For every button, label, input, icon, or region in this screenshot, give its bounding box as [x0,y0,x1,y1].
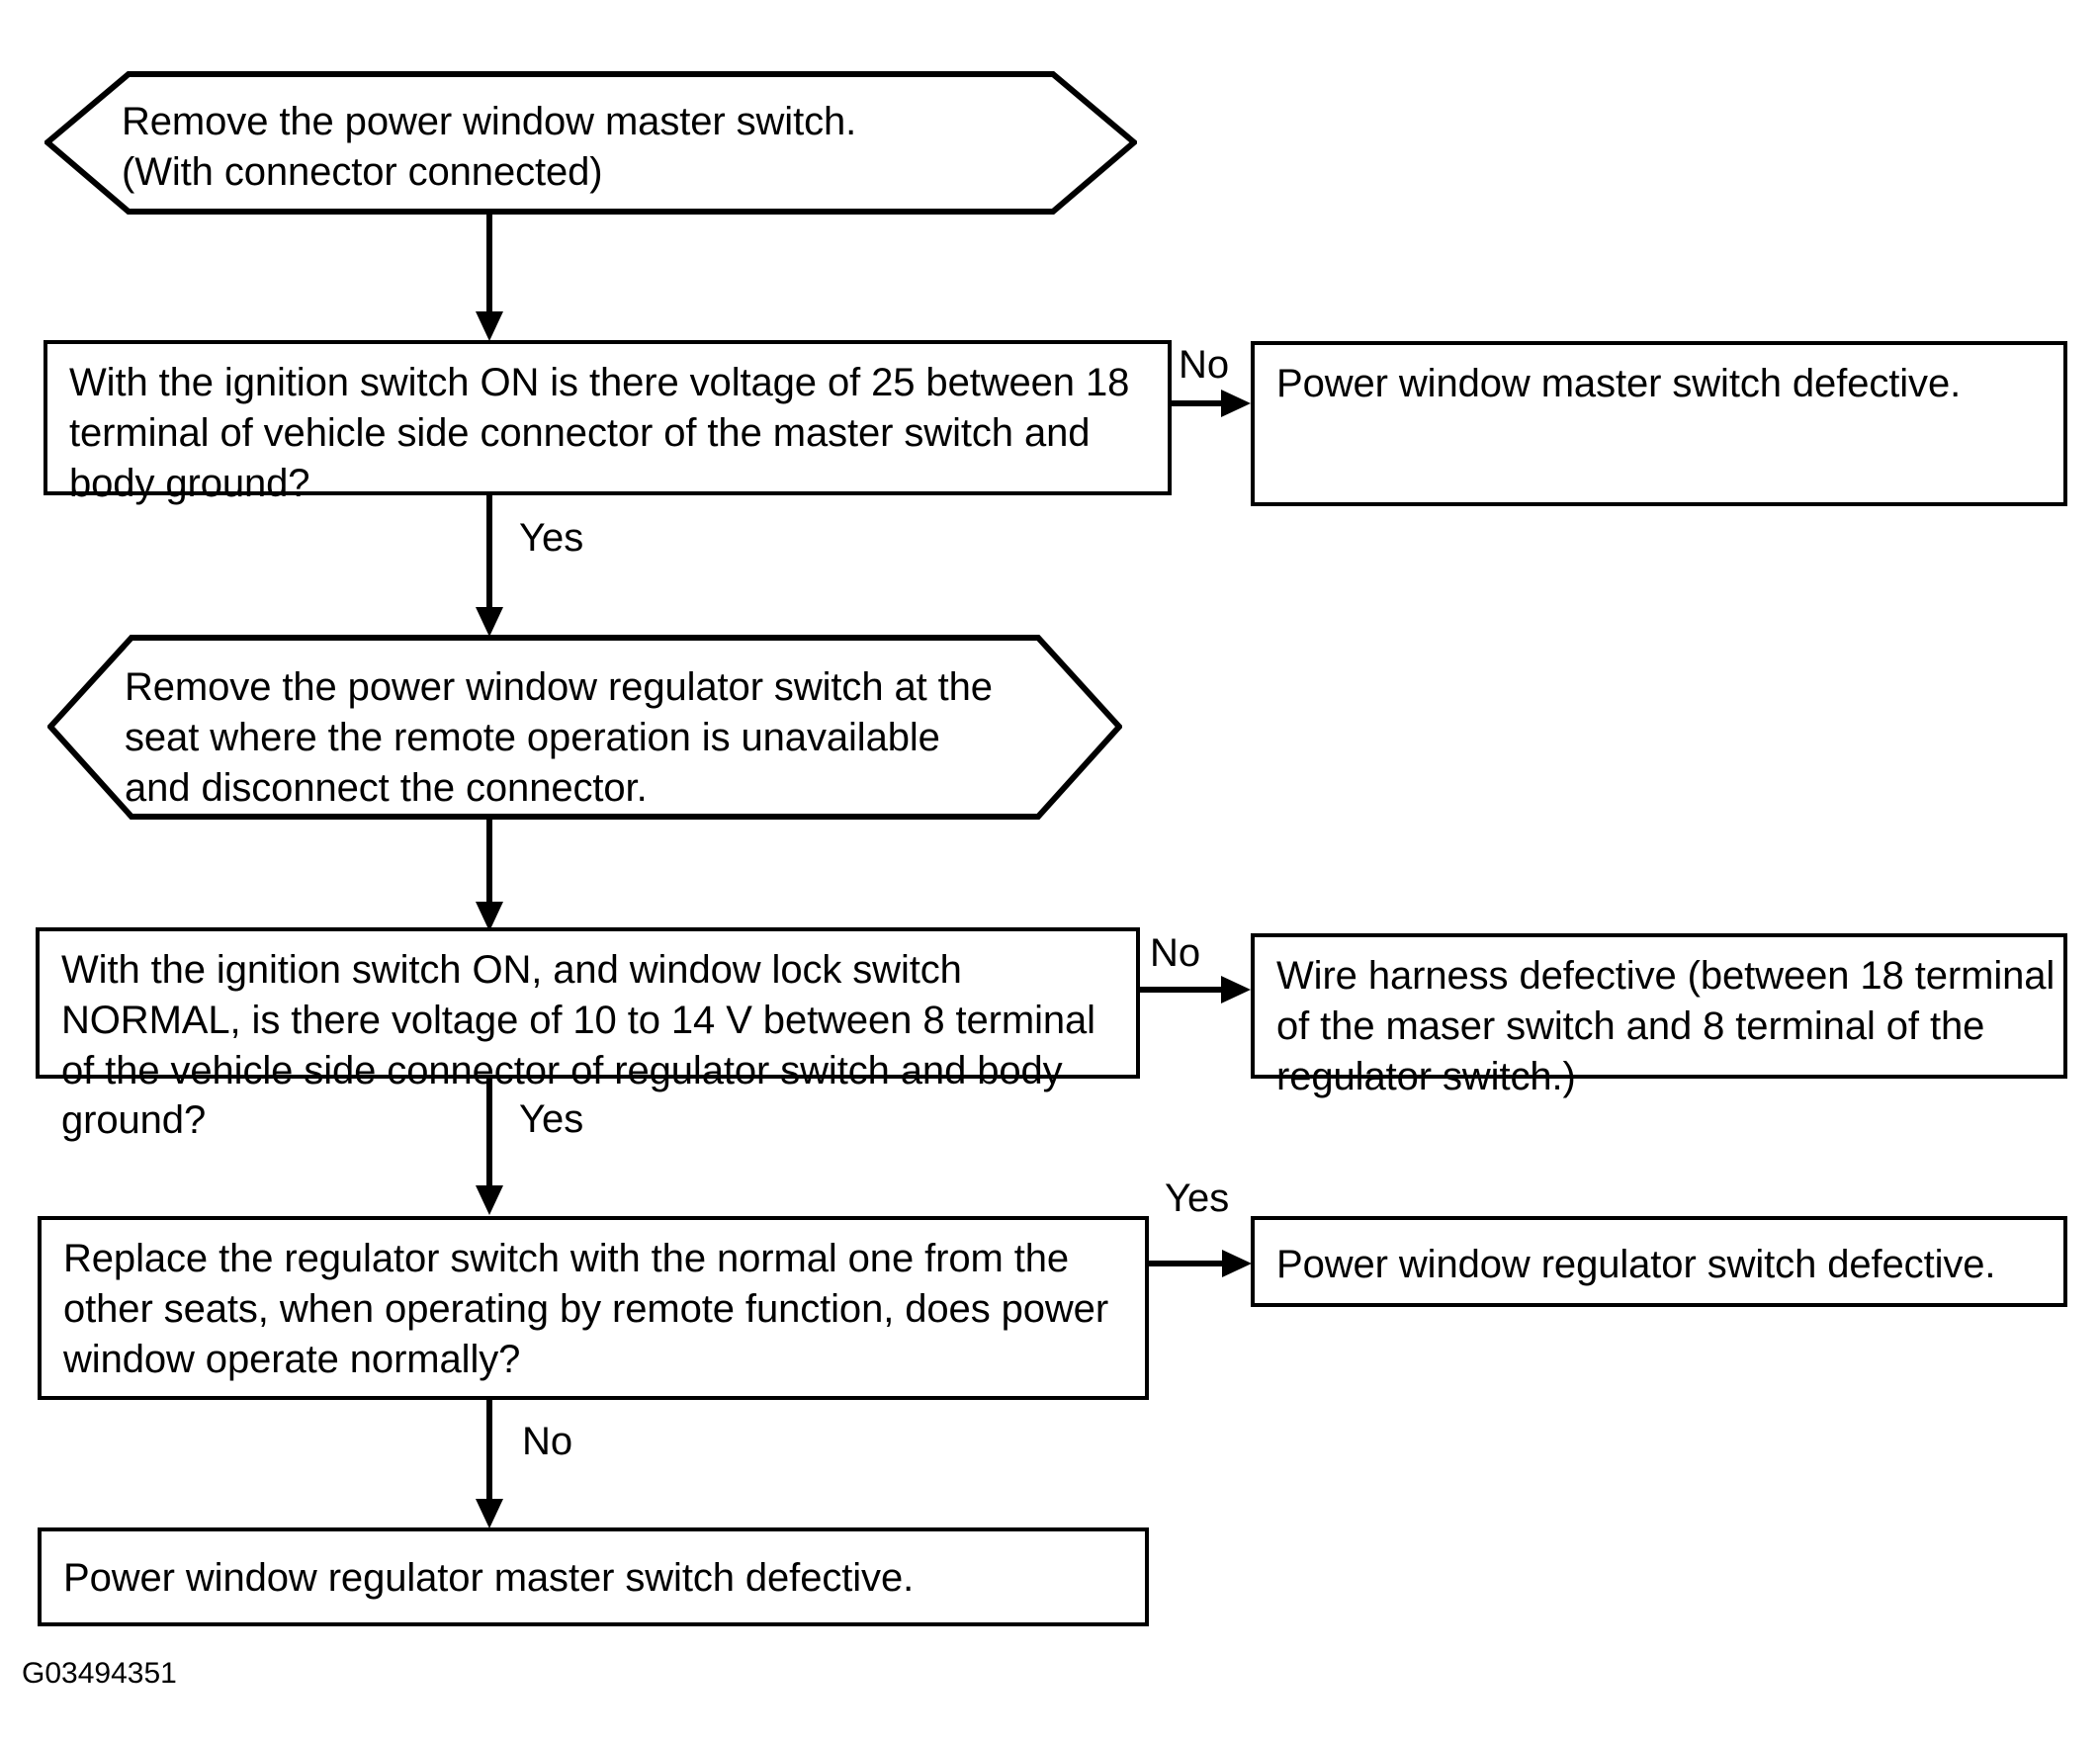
node-master-switch-defective[interactable]: Power window master switch defective. [1251,341,2067,506]
node-label: Power window regulator master switch def… [63,1556,915,1600]
node-label: Power window regulator switch defective. [1276,1243,1996,1286]
node-remove-regulator-switch[interactable]: Remove the power window regulator switch… [47,635,1122,820]
node-wire-harness-defective[interactable]: Wire harness defective (between 18 termi… [1251,933,2067,1098]
node-regulator-master-switch-defective[interactable]: Power window regulator master switch def… [38,1527,1149,1626]
connector-hex2-to-q2 [476,820,503,931]
edge-label-q2-yes: Yes [519,1097,584,1141]
node-label: With the ignition switch ON is there vol… [69,361,1130,505]
node-q-regulator-voltage[interactable]: With the ignition switch ON, and window … [36,927,1140,1142]
connector-q2-yes [476,1079,503,1215]
edge-label-q3-yes: Yes [1165,1177,1230,1220]
node-label: Wire harness defective (between 18 termi… [1276,954,2056,1098]
edge-label-q1-yes: Yes [519,516,584,560]
node-q-replace-regulator-switch[interactable]: Replace the regulator switch with the no… [38,1216,1149,1400]
node-label: With the ignition switch ON, and window … [61,948,1095,1143]
edge-label-q2-no: No [1150,931,1201,975]
connector-q1-yes [476,495,503,637]
node-label: Replace the regulator switch with the no… [63,1237,1109,1381]
node-q-master-voltage[interactable]: With the ignition switch ON is there vol… [44,340,1172,505]
connector-q1-no [1172,390,1251,417]
figure-caption: G03494351 [22,1657,177,1690]
node-label: Remove the power window regulator switch… [125,665,993,810]
connector-q3-yes [1149,1250,1252,1277]
connector-start-to-q1 [476,213,503,341]
edge-label-q3-no: No [522,1420,573,1463]
node-label: Power window master switch defective. [1276,362,1962,405]
node-regulator-switch-defective[interactable]: Power window regulator switch defective. [1251,1216,2067,1307]
connector-q3-no [476,1400,503,1528]
edge-label-q1-no: No [1179,343,1230,387]
node-remove-master-switch[interactable]: Remove the power window master switch. (… [44,71,1137,215]
node-label: Remove the power window master switch. (… [122,100,857,194]
hexagon-outline [47,635,1122,820]
hexagon-outline [44,71,1137,215]
connector-q2-no [1140,976,1251,1003]
